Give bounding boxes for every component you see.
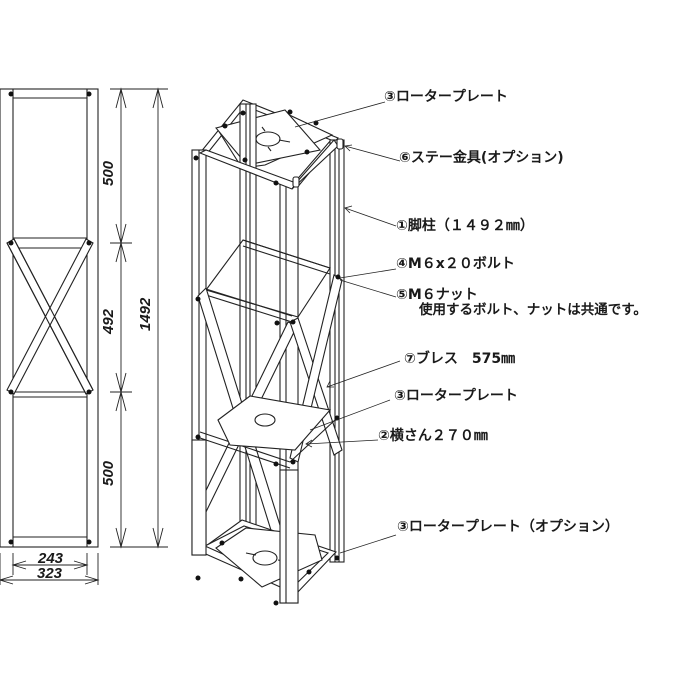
callout-brace: ⑦ブレス 575㎜ — [404, 351, 516, 367]
side-elevation-view — [0, 88, 99, 548]
callout-note: 使用するボルト、ナットは共通です。 — [419, 302, 647, 318]
dim-inner-width-243: 243 — [38, 550, 64, 567]
dim-middle-492: 492 — [100, 308, 117, 334]
callout-nut: ⑤M６ナット — [396, 287, 478, 303]
leader-lines — [294, 101, 401, 554]
callout-rotor-plate-top: ③ローター​プレート — [384, 89, 508, 105]
dimension-lines — [0, 87, 168, 585]
callout-rotor-plate-bottom: ③ローター​プレート（オプション） — [397, 519, 619, 535]
tower-3d-view — [191, 99, 345, 604]
callout-leg-post: ①脚柱（１４９２㎜） — [396, 218, 534, 234]
dim-upper-500: 500 — [100, 160, 117, 186]
callout-stay-bracket: ⑥ステー金具(オプション) — [399, 150, 564, 166]
callout-bolt: ④M６x２０ボルト — [396, 256, 515, 272]
dim-total-1492: 1492 — [137, 297, 154, 331]
callout-crossbar: ②横さん２７０㎜ — [378, 428, 488, 444]
callout-rotor-plate-mid: ③ローター​プレート — [394, 388, 518, 404]
dim-outer-width-323: 323 — [37, 565, 63, 582]
dim-lower-500: 500 — [100, 460, 117, 486]
